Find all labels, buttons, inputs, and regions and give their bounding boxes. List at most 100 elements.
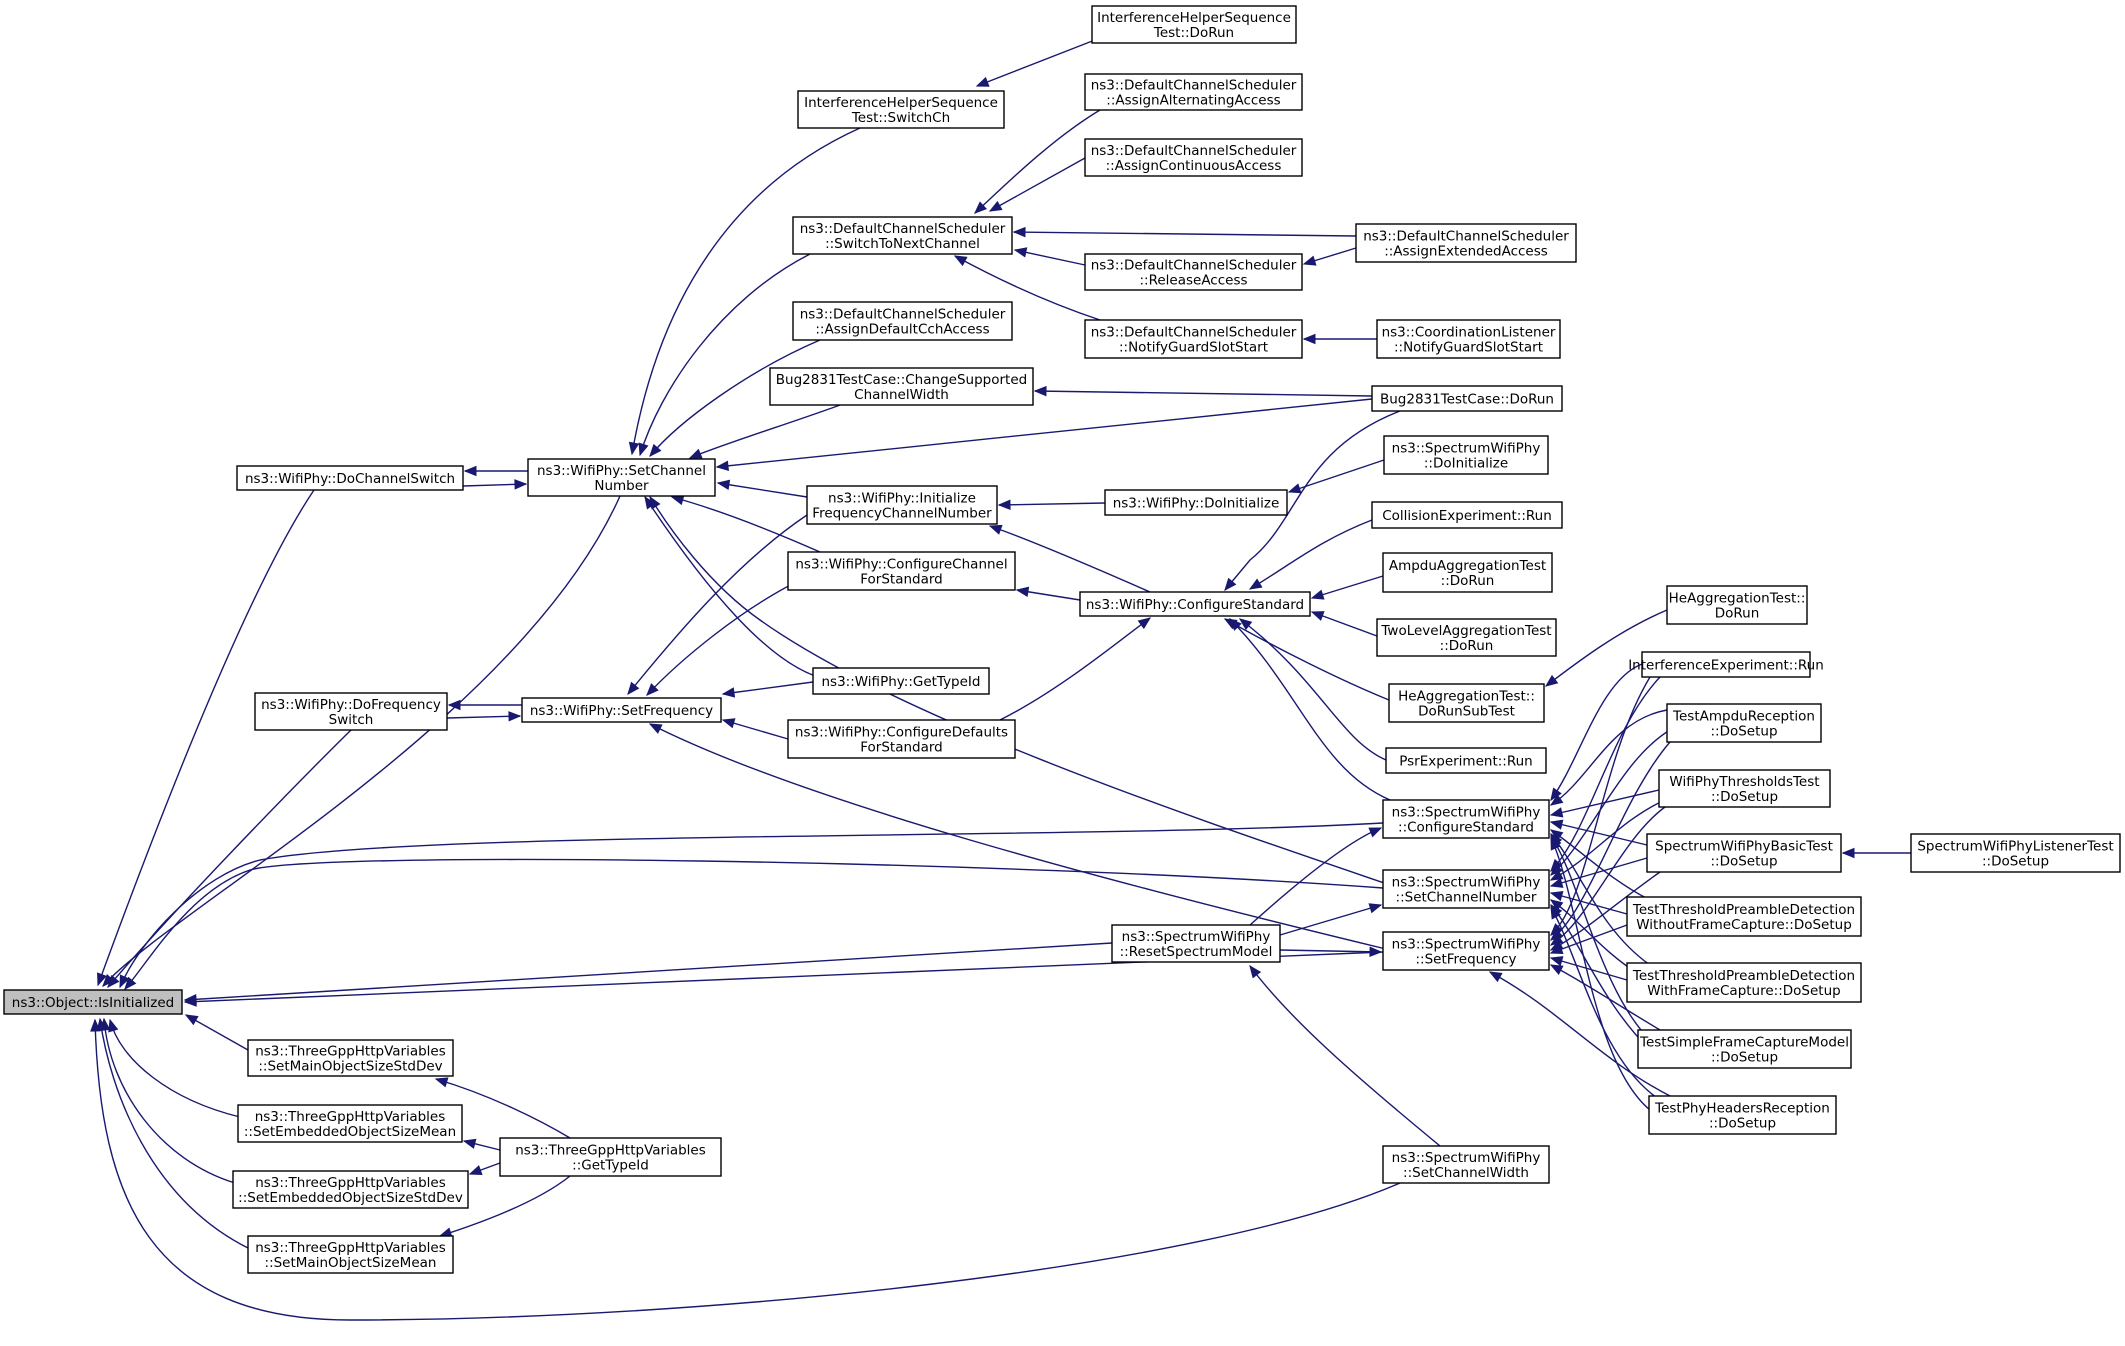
graph-node-ns3-spectrumwifiphy-resetspectrummodel[interactable]: ns3::SpectrumWifiPhy::ResetSpectrumModel — [1111, 924, 1281, 963]
call-edge — [1550, 676, 1651, 936]
node-label: ::DoSetup — [1709, 1116, 1776, 1132]
graph-node-ns3-wifiphy-setfrequency[interactable]: ns3::WifiPhy::SetFrequency — [521, 697, 722, 723]
graph-node-ns3-coordinationlistener-notifyguardslotstart[interactable]: ns3::CoordinationListener::NotifyGuardSl… — [1376, 319, 1561, 359]
graph-node-ns3-wifiphy-configurechannelforstandard[interactable]: ns3::WifiPhy::ConfigureChannelForStandar… — [787, 551, 1016, 591]
graph-node-testampdureception-dosetup[interactable]: TestAmpduReception::DoSetup — [1666, 703, 1822, 743]
arrowhead-icon — [1013, 247, 1028, 258]
graph-node-ns3-spectrumwifiphy-setchannelnumber[interactable]: ns3::SpectrumWifiPhy::SetChannelNumber — [1382, 869, 1550, 909]
graph-node-ns3-threegpphttpvariables-setmainobjectsizemean[interactable]: ns3::ThreeGppHttpVariables::SetMainObjec… — [247, 1235, 454, 1274]
graph-node-ns3-wifiphy-configuredefaultsforstandard[interactable]: ns3::WifiPhy::ConfigureDefaultsForStanda… — [787, 719, 1016, 759]
call-edge — [438, 1175, 571, 1238]
graph-node-ns3-defaultchannelscheduler-assigncontinuousaccess[interactable]: ns3::DefaultChannelScheduler::AssignCont… — [1084, 138, 1303, 177]
arrowhead-icon — [1549, 944, 1564, 954]
arrowhead-icon — [1488, 971, 1503, 983]
arrowhead-icon — [670, 495, 685, 506]
graph-node-ns3-spectrumwifiphy-configurestandard[interactable]: ns3::SpectrumWifiPhy::ConfigureStandard — [1382, 799, 1550, 839]
node-label: ::AssignDefaultCchAccess — [815, 322, 989, 338]
node-box — [3, 989, 183, 1015]
node-label: ::SetChannelNumber — [1396, 890, 1537, 906]
node-label: ns3::DefaultChannelScheduler — [1091, 325, 1297, 341]
node-box — [1382, 552, 1553, 593]
graph-node-ns3-wifiphy-setchannelnumber[interactable]: ns3::WifiPhy::SetChannelNumber — [527, 458, 716, 497]
graph-node-ns3-wifiphy-gettypeid[interactable]: ns3::WifiPhy::GetTypeId — [812, 667, 990, 695]
graph-node-heaggregationtest-dorunsubtest[interactable]: HeAggregationTest::DoRunSubTest — [1388, 683, 1545, 723]
call-edge — [1310, 611, 1378, 637]
node-box — [1382, 799, 1550, 839]
graph-node-ns3-defaultchannelscheduler-releaseaccess[interactable]: ns3::DefaultChannelScheduler::ReleaseAcc… — [1084, 253, 1303, 291]
node-label: ns3::WifiPhy::Initialize — [828, 491, 976, 507]
graph-node-ns3-wifiphy-initializefrequencychannelnumber[interactable]: ns3::WifiPhy::InitializeFrequencyChannel… — [806, 485, 998, 525]
node-label: ::AssignAlternatingAccess — [1106, 93, 1280, 109]
graph-node-ns3-defaultchannelscheduler-assigndefaultcchaccess[interactable]: ns3::DefaultChannelScheduler::AssignDefa… — [792, 301, 1013, 341]
call-edge — [646, 579, 801, 696]
graph-node-ns3-threegpphttpvariables-setembeddedobjectsizemean[interactable]: ns3::ThreeGppHttpVariables::SetEmbeddedO… — [237, 1104, 463, 1143]
arrowhead-icon — [107, 974, 120, 989]
node-box — [792, 216, 1013, 255]
graph-node-collisionexperiment-run[interactable]: CollisionExperiment::Run — [1371, 501, 1563, 529]
graph-node-ns3-defaultchannelscheduler-assignalternatingaccess[interactable]: ns3::DefaultChannelScheduler::AssignAlte… — [1084, 73, 1303, 111]
node-box — [1084, 138, 1303, 177]
graph-node-ns3-threegpphttpvariables-setmainobjectsizestddev[interactable]: ns3::ThreeGppHttpVariables::SetMainObjec… — [247, 1039, 454, 1077]
graph-node-twolevelaggregationtest-dorun[interactable]: TwoLevelAggregationTest::DoRun — [1376, 618, 1557, 657]
graph-node-interferenceexperiment-run[interactable]: InterferenceExperiment::Run — [1628, 651, 1824, 678]
edge-line — [1550, 835, 1651, 1041]
call-edge — [1279, 946, 1383, 958]
graph-node-ns3-wifiphy-configurestandard[interactable]: ns3::WifiPhy::ConfigureStandard — [1079, 591, 1311, 617]
graph-node-ns3-threegpphttpvariables-gettypeid[interactable]: ns3::ThreeGppHttpVariables::GetTypeId — [499, 1137, 722, 1177]
graph-node-heaggregationtest-dorun[interactable]: HeAggregationTest::DoRun — [1666, 585, 1808, 625]
node-box — [1084, 73, 1303, 111]
edge-line — [1550, 676, 1651, 936]
graph-node-ns3-defaultchannelscheduler-switchtonextchannel[interactable]: ns3::DefaultChannelScheduler::SwitchToNe… — [792, 216, 1013, 255]
graph-node-ns3-defaultchannelscheduler-notifyguardslotstart[interactable]: ns3::DefaultChannelScheduler::NotifyGuar… — [1084, 319, 1303, 359]
node-label: Test::DoRun — [1153, 25, 1234, 41]
arrowhead-icon — [1302, 333, 1316, 345]
graph-node-testthresholdpreambledetectionwithframecapture-dosetup[interactable]: TestThresholdPreambleDetectionWithFrameC… — [1626, 962, 1862, 1003]
graph-node-psrexperiment-run[interactable]: PsrExperiment::Run — [1385, 747, 1547, 774]
graph-node-ns3-spectrumwifiphy-setchannelwidth[interactable]: ns3::SpectrumWifiPhy::SetChannelWidth — [1382, 1145, 1550, 1184]
edge-line — [989, 525, 1151, 593]
call-edge — [1033, 385, 1373, 397]
call-edge — [1549, 964, 1661, 1031]
edge-line — [1550, 857, 1648, 887]
node-label: AmpduAggregationTest — [1389, 558, 1546, 574]
graph-node-wifiphythresholdstest-dosetup[interactable]: WifiPhyThresholdsTest::DoSetup — [1658, 769, 1831, 808]
edge-line — [649, 723, 1391, 951]
graph-node-bug2831testcase-changesupportedchannelwidth[interactable]: Bug2831TestCase::ChangeSupportedChannelW… — [769, 367, 1034, 406]
edge-line — [1550, 741, 1671, 941]
arrowhead-icon — [1229, 618, 1242, 631]
edge-line — [1550, 729, 1671, 876]
arrowhead-icon — [97, 972, 107, 987]
edge-line — [631, 127, 861, 455]
arrowhead-icon — [1549, 964, 1564, 975]
graph-node-ns3-defaultchannelscheduler-assignextendedaccess[interactable]: ns3::DefaultChannelScheduler::AssignExte… — [1355, 223, 1577, 263]
edge-line — [184, 942, 1113, 1001]
graph-node-bug2831testcase-dorun[interactable]: Bug2831TestCase::DoRun — [1371, 385, 1563, 412]
graph-node-testthresholdpreambledetectionwithoutframecapture-dosetup[interactable]: TestThresholdPreambleDetectionWithoutFra… — [1626, 896, 1862, 937]
node-box — [1382, 869, 1550, 909]
graph-node-ampduaggregationtest-dorun[interactable]: AmpduAggregationTest::DoRun — [1382, 552, 1553, 593]
graph-node-ns3-threegpphttpvariables-setembeddedobjectsizestddev[interactable]: ns3::ThreeGppHttpVariables::SetEmbeddedO… — [232, 1170, 469, 1209]
edge-line — [103, 1018, 236, 1184]
graph-node-ns3-object-isinitialized[interactable]: ns3::Object::IsInitialized — [3, 989, 183, 1015]
graph-node-ns3-wifiphy-doinitialize[interactable]: ns3::WifiPhy::DoInitialize — [1104, 489, 1288, 516]
edge-line — [97, 489, 315, 986]
call-edge — [1550, 836, 1651, 1111]
node-label: ns3::WifiPhy::DoFrequency — [261, 697, 441, 713]
graph-node-testsimpleframecapturemodel-dosetup[interactable]: TestSimpleFrameCaptureModel::DoSetup — [1637, 1029, 1852, 1069]
arrowhead-icon — [462, 1138, 477, 1149]
graph-node-spectrumwifiphybasictest-dosetup[interactable]: SpectrumWifiPhyBasicTest::DoSetup — [1646, 833, 1842, 873]
node-label: TestSimpleFrameCaptureModel — [1639, 1035, 1849, 1051]
node-label: Bug2831TestCase::DoRun — [1380, 392, 1554, 408]
graph-node-ns3-spectrumwifiphy-setfrequency[interactable]: ns3::SpectrumWifiPhy::SetFrequency — [1382, 931, 1550, 971]
graph-node-ns3-spectrumwifiphy-doinitialize[interactable]: ns3::SpectrumWifiPhy::DoInitialize — [1383, 435, 1549, 475]
arrowhead-icon — [715, 460, 729, 472]
graph-node-spectrumwifiphylistenertest-dosetup[interactable]: SpectrumWifiPhyListenerTest::DoSetup — [1910, 833, 2121, 873]
graph-node-ns3-wifiphy-dochannelswitch[interactable]: ns3::WifiPhy::DoChannelSwitch — [236, 465, 464, 491]
arrowhead-icon — [1549, 899, 1564, 911]
edge-line — [102, 495, 621, 987]
node-box — [1104, 489, 1288, 516]
graph-node-testphyheadersreception-dosetup[interactable]: TestPhyHeadersReception::DoSetup — [1648, 1095, 1837, 1135]
